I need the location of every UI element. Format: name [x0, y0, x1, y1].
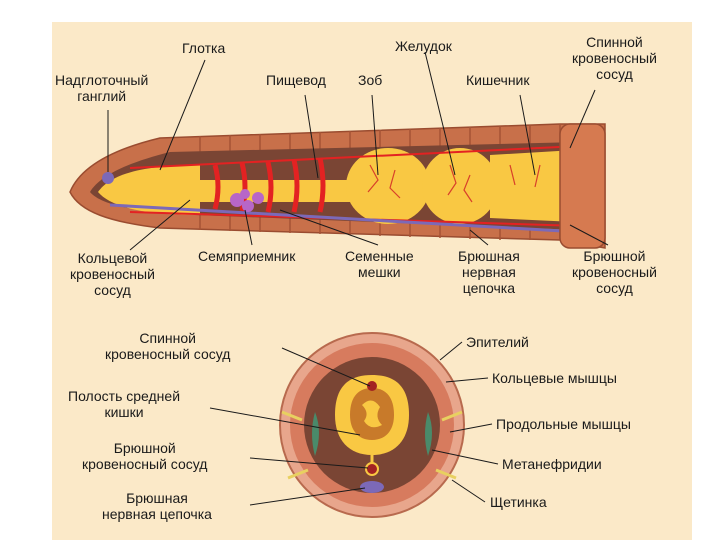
- worm-cross-section: [280, 333, 464, 517]
- worm-longitudinal-section: [70, 124, 605, 248]
- section-dorsal-vessel: [367, 381, 377, 391]
- label-dorsal-vessel-section: Спинной кровеносный сосуд: [105, 330, 230, 362]
- label-ventral-vessel-section: Брюшной кровеносный сосуд: [82, 440, 207, 472]
- label-seminal-receptacle: Семяприемник: [198, 248, 295, 264]
- label-longitudinal-muscles: Продольные мышцы: [496, 416, 631, 432]
- label-ventral-vessel-top: Брюшной кровеносный сосуд: [572, 248, 657, 296]
- label-dorsal-vessel-top: Спинной кровеносный сосуд: [572, 34, 657, 82]
- label-ventral-nerve-cord-section: Брюшная нервная цепочка: [102, 490, 212, 522]
- label-epithelium: Эпителий: [466, 334, 529, 350]
- label-esophagus: Пищевод: [266, 72, 326, 88]
- label-ventral-nerve-cord-top: Брюшная нервная цепочка: [458, 248, 520, 296]
- worm-ganglion: [102, 172, 114, 184]
- label-crop: Зоб: [358, 72, 382, 88]
- worm-esophagus: [200, 180, 350, 202]
- label-circular-muscles: Кольцевые мышцы: [492, 370, 617, 386]
- label-ring-vessel: Кольцевой кровеносный сосуд: [70, 250, 155, 298]
- label-intestine: Кишечник: [466, 72, 530, 88]
- label-setae: Щетинка: [490, 494, 547, 510]
- section-nerve-cord: [360, 481, 384, 493]
- label-supraesophageal-ganglion: Надглоточный ганглий: [55, 72, 148, 104]
- label-pharynx: Глотка: [182, 40, 225, 56]
- section-ventral-vessel: [366, 463, 378, 475]
- label-midgut-cavity: Полость средней кишки: [68, 388, 180, 420]
- worm-crop: [346, 148, 430, 224]
- label-seminal-sacs: Семенные мешки: [345, 248, 414, 280]
- worm-rear-segments: [560, 124, 605, 248]
- worm-stomach: [422, 148, 498, 224]
- label-stomach: Желудок: [395, 38, 452, 54]
- label-metanephridia: Метанефридии: [502, 456, 602, 472]
